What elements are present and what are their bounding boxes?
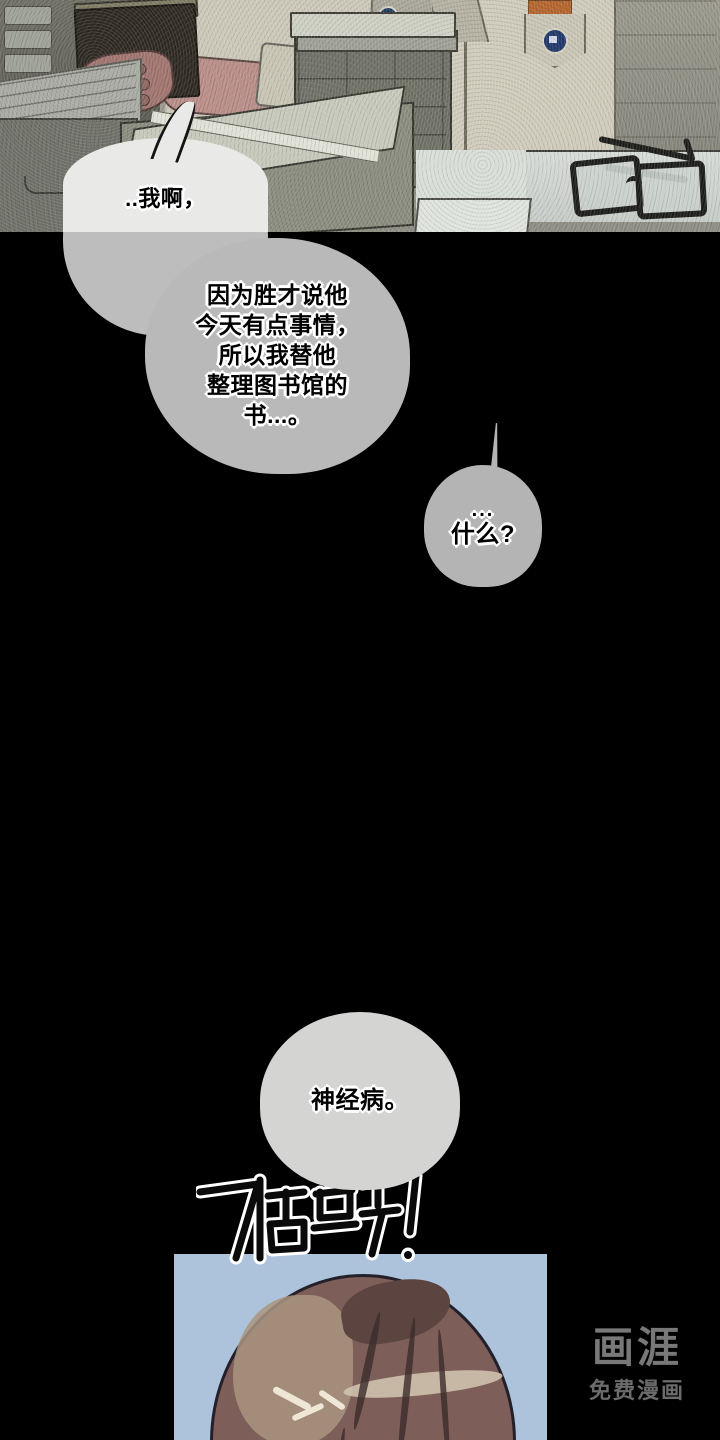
watermark-logo: 画涯: [591, 1324, 682, 1371]
bubble-body: [260, 1012, 460, 1190]
shoulder-patch-icon: [528, 0, 572, 16]
speech-bubble-4: 神经病。: [260, 1012, 460, 1190]
background-wall-right: [606, 0, 720, 160]
eyeglasses-lens-right: [634, 160, 708, 220]
bubble-body: [424, 465, 542, 587]
eyeglasses-icon: [569, 135, 710, 220]
character-hair: [210, 1271, 516, 1440]
shelf-bar-icon: [4, 30, 52, 49]
desk-paper: [414, 198, 532, 232]
shelf-bar-icon: [4, 6, 52, 25]
shirt-placket: [464, 0, 467, 150]
shelf-bar-icon: [4, 54, 52, 73]
background-wall-right-texture: [612, 0, 716, 150]
panel-character-head: [174, 1254, 547, 1440]
watermark: 画涯 免费漫画: [562, 1324, 712, 1405]
speech-bubble-3: ... 什么?: [424, 465, 542, 587]
bubble-body: [145, 238, 410, 474]
watermark-subtitle: 免费漫画: [588, 1378, 685, 1404]
eyeglasses-bridge: [626, 176, 642, 190]
speech-bubble-2: 因为胜才说他 今天有点事情， 所以我替他 整理图书馆的 书...。: [145, 238, 410, 474]
book-stack-center-top-1: [290, 12, 456, 38]
badge-icon: [542, 28, 568, 54]
